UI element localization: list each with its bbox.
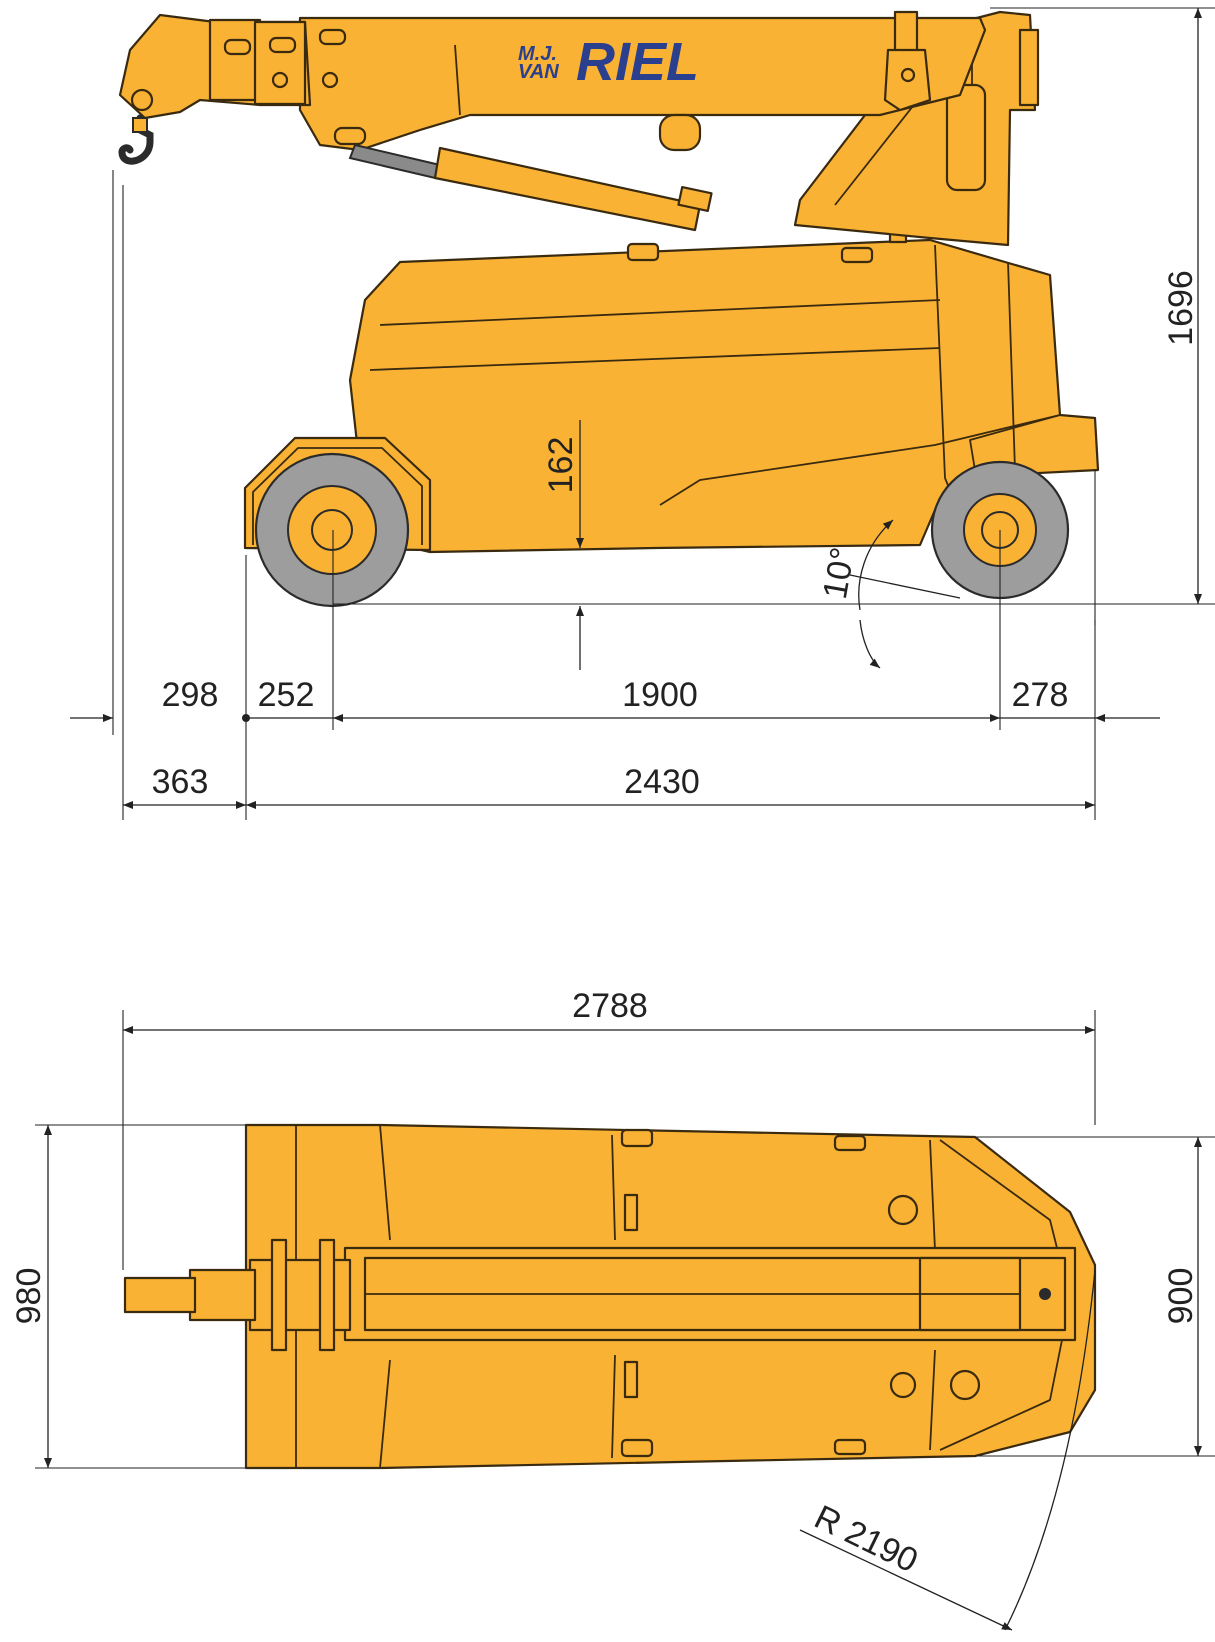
width-front-label: 980 [10,1268,48,1325]
chassis-length-label: 2430 [624,763,700,801]
hook-icon [118,114,154,165]
logo-prefix-top: M.J. [518,43,557,65]
rear-overhang-label: 278 [1012,676,1069,714]
overall-length-label: 2788 [572,987,648,1025]
top-boom [123,1238,1077,1352]
height-total-label: 1696 [1162,270,1200,346]
boom-overhang-label: 363 [152,763,209,801]
boom-head [118,13,367,146]
wheelbase-label: 1900 [622,676,698,714]
front-overhang-label: 252 [258,676,315,714]
luffing-cylinder [348,143,713,232]
top-dimensions: 2788 980 900 R 2190 [10,987,1215,1631]
front-wheel [254,452,410,608]
side-dimensions: 1696 162 10° 298 252 1900 278 363 2430 [70,7,1215,820]
width-rear-label: 900 [1162,1268,1200,1325]
side-view: M.J. VAN RIEL [118,10,1100,608]
logo-name: RIEL [576,32,699,92]
gas-cylinder [945,83,987,192]
ground-clearance-label: 162 [542,437,580,494]
logo-prefix-bottom: VAN [518,61,559,83]
angle-label: 10° [816,544,862,601]
crane-tower [793,10,1040,247]
turn-radius-label: R 2190 [808,1498,923,1580]
top-view [123,1123,1097,1470]
crane-boom: M.J. VAN RIEL [298,10,987,152]
hook-to-front-label: 298 [162,676,219,714]
